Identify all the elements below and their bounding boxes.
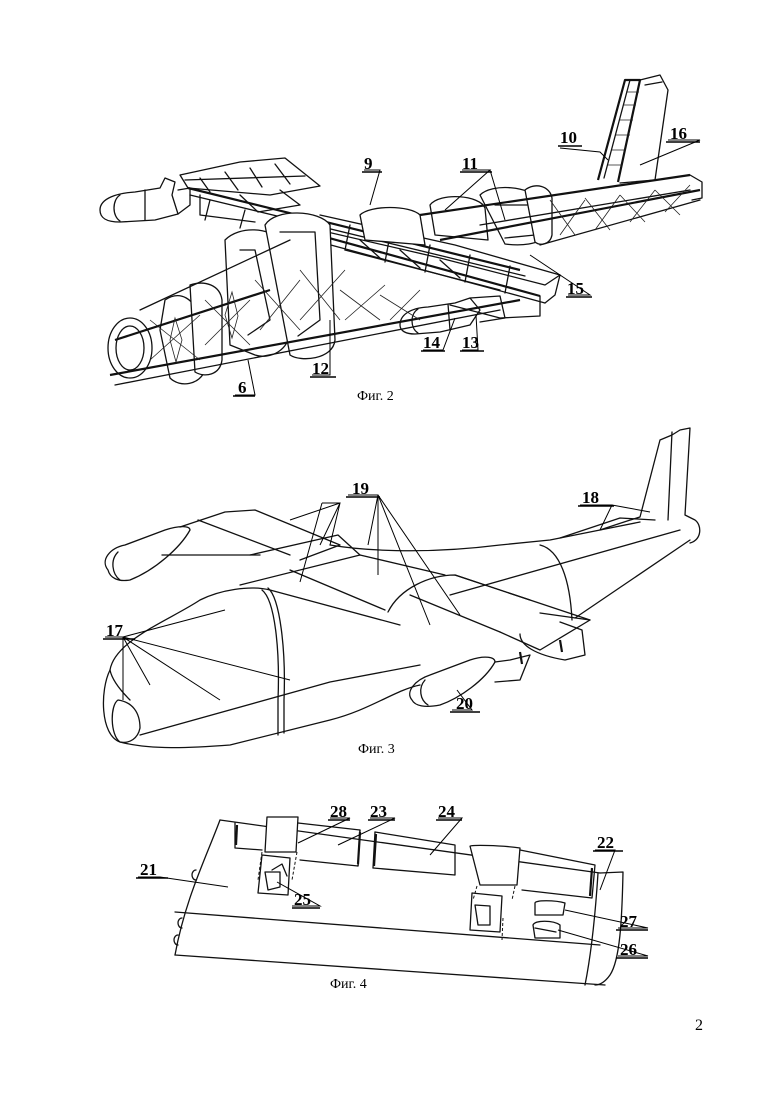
aircraft-skin [102, 427, 701, 749]
ref-label-25: 25 [294, 890, 311, 909]
right-wing-structure [299, 214, 561, 319]
left-engine-nacelle [99, 177, 191, 223]
ref-label-27: 27 [620, 912, 637, 931]
figure-2-leaders [235, 139, 701, 396]
ref-label-13: 13 [462, 333, 479, 352]
page-number: 2 [695, 1017, 703, 1034]
figure-2-drawing [99, 74, 703, 396]
ref-label-6: 6 [238, 378, 247, 397]
ref-label-19: 19 [352, 479, 369, 498]
ref-label-16: 16 [670, 124, 687, 143]
ref-label-23: 23 [370, 802, 387, 821]
ref-label-9: 9 [364, 154, 373, 173]
ref-label-18: 18 [582, 488, 599, 507]
figure-2-caption: Фиг. 2 [357, 389, 394, 404]
ref-label-28: 28 [330, 802, 347, 821]
vertical-tail-structure [596, 74, 669, 184]
ref-label-11: 11 [462, 154, 479, 173]
ref-label-26: 26 [620, 940, 637, 959]
ref-label-15: 15 [567, 279, 584, 298]
ref-label-21: 21 [140, 860, 157, 879]
ref-label-22: 22 [597, 833, 614, 852]
ref-label-17: 17 [106, 621, 123, 640]
fuselage-structure [107, 173, 703, 386]
label-underlines [103, 141, 700, 959]
figure-4-caption: Фиг. 4 [330, 977, 367, 992]
ref-label-24: 24 [438, 802, 455, 821]
figure-3-drawing [102, 427, 701, 749]
figure-3-leaders [105, 494, 651, 711]
figure-4-drawing [138, 816, 649, 986]
wing-section [173, 816, 624, 986]
ref-label-14: 14 [423, 333, 440, 352]
right-engine-nacelle [399, 295, 506, 335]
figure-3-caption: Фиг. 3 [358, 742, 395, 757]
ref-label-10: 10 [560, 128, 577, 147]
figure-4-leaders [138, 817, 649, 957]
ref-label-20: 20 [456, 694, 473, 713]
ref-label-12: 12 [312, 359, 329, 378]
